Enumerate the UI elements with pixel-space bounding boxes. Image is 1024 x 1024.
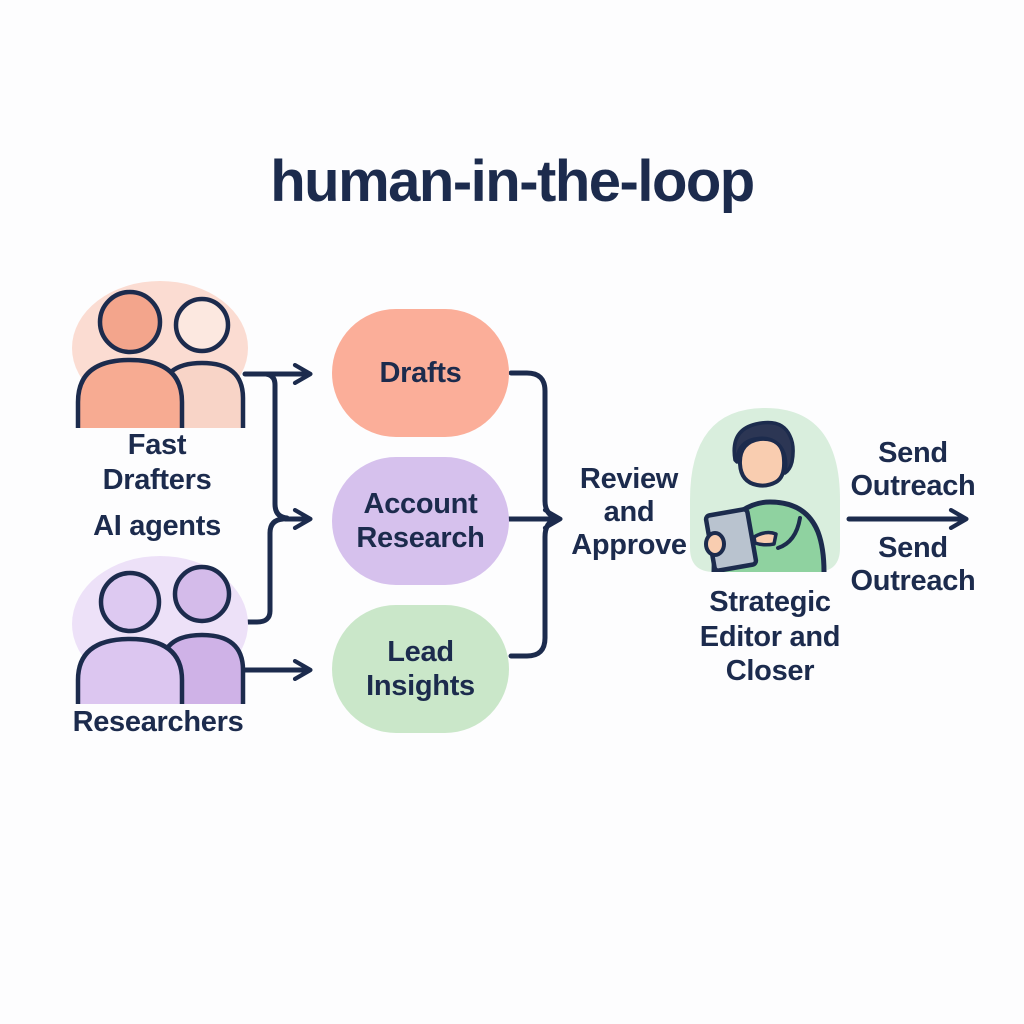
- pointing-hand: [752, 530, 778, 547]
- two-people-icon: [72, 556, 248, 704]
- person-arm-line: [776, 516, 802, 550]
- ai-agents-label: AI agents: [93, 510, 221, 542]
- send-outreach-label-bottom: Send Outreach: [850, 532, 976, 597]
- front-person-body: [75, 357, 185, 428]
- person-with-tablet-icon: [690, 408, 840, 572]
- fast-drafters-label: Fast Drafters: [102, 429, 212, 496]
- brace-branch-up: [242, 516, 286, 625]
- send-outreach-label-top: Send Outreach: [850, 437, 976, 502]
- page-title: human-in-the-loop: [270, 149, 755, 214]
- drafts-pill: Drafts: [332, 309, 509, 437]
- review-and-approve-label: Review and Approve: [571, 463, 687, 561]
- strategic-editor-label: Strategic Editor and Closer: [699, 586, 841, 687]
- brace-branch-down: [263, 371, 290, 521]
- front-person-body: [75, 636, 185, 704]
- researchers-label: Researchers: [72, 706, 244, 738]
- front-person-head: [97, 289, 163, 355]
- brace-from-drafts: [508, 370, 559, 521]
- person-hair: [732, 420, 795, 475]
- account-research-pill: Account Research: [332, 457, 509, 585]
- holding-hand: [704, 531, 726, 557]
- two-people-icon: [72, 281, 248, 428]
- front-person-head: [98, 570, 162, 634]
- brace-from-lead-insights: [508, 517, 559, 659]
- back-person-head: [172, 564, 232, 624]
- back-person-head: [173, 296, 231, 354]
- lead-insights-pill: Lead Insights: [332, 605, 509, 733]
